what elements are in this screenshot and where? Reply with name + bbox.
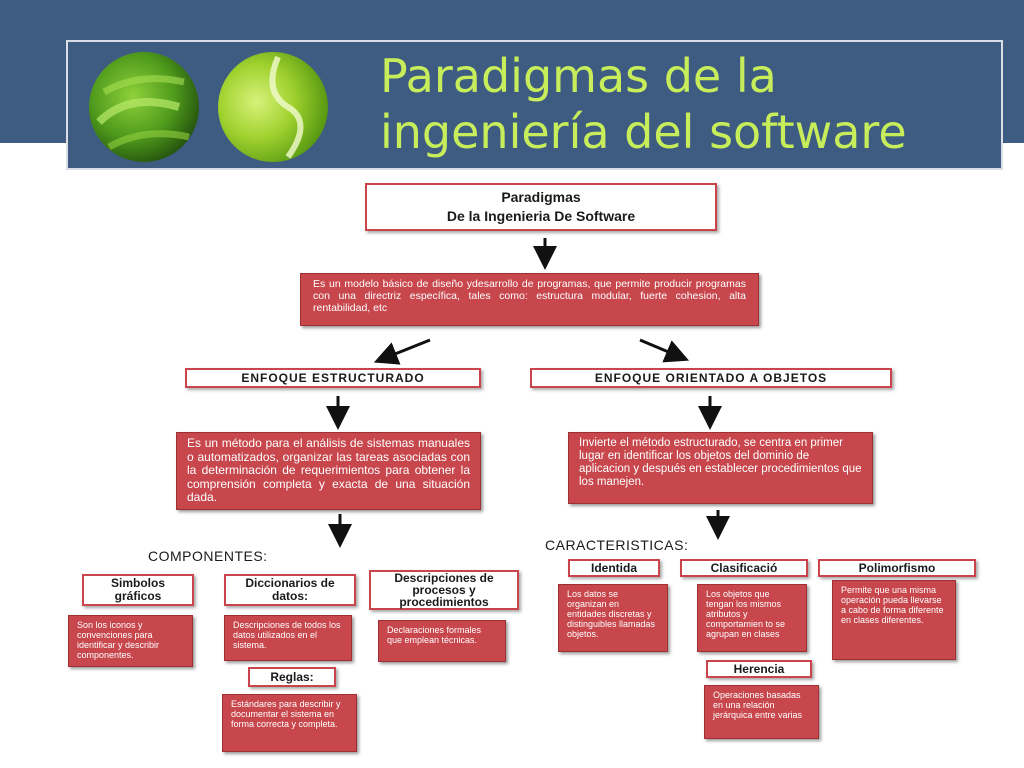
component-text-descripciones: Declaraciones formales que emplean técni… [378, 620, 506, 662]
leaf-image-right [218, 52, 328, 162]
oo-description: Invierte el método estructurado, se cent… [568, 432, 873, 504]
component-text-descripciones-content: Declaraciones formales que emplean técni… [387, 625, 482, 645]
definition-box: Es un modelo básico de diseño ydesarroll… [300, 273, 759, 326]
characteristics-label: CARACTERISTICAS: [545, 537, 689, 553]
component-title-reglas: Reglas: [248, 667, 336, 687]
root-line1: Paradigmas [501, 189, 581, 205]
slide-title: Paradigmas de la ingeniería del software [380, 49, 907, 159]
components-label: COMPONENTES: [148, 548, 268, 564]
component-title-simbolos: Simbolos gráficos [82, 574, 194, 606]
characteristic-title-clasificacion: Clasificació [680, 559, 808, 577]
oo-heading: ENFOQUE ORIENTADO A OBJETOS [530, 368, 892, 388]
definition-text: Es un modelo básico de diseño ydesarroll… [313, 278, 746, 314]
leaf-image-left [89, 52, 199, 162]
structured-heading: ENFOQUE ESTRUCTURADO [185, 368, 481, 388]
component-text-diccionarios-content: Descripciones de todos los datos utiliza… [233, 620, 341, 650]
characteristic-text-clasificacion-content: Los objetos que tengan los mismos atribu… [706, 589, 786, 639]
root-node: Paradigmas De la Ingenieria De Software [365, 183, 717, 231]
characteristic-text-clasificacion: Los objetos que tengan los mismos atribu… [697, 584, 807, 652]
arrow-right-branch [639, 338, 690, 363]
characteristic-title-identida: Identida [568, 559, 660, 577]
characteristic-text-identida: Los datos se organizan en entidades disc… [558, 584, 668, 652]
characteristic-text-herencia-content: Operaciones basadas en una relación jerá… [713, 690, 803, 720]
characteristic-text-identida-content: Los datos se organizan en entidades disc… [567, 589, 656, 639]
characteristic-text-polimorfismo-content: Permite que una misma operación pueda ll… [841, 585, 944, 625]
oo-description-text: Invierte el método estructurado, se cent… [579, 437, 862, 488]
characteristic-text-polimorfismo: Permite que una misma operación pueda ll… [832, 580, 956, 660]
root-line2: De la Ingenieria De Software [446, 208, 636, 224]
arrow-left-branch [373, 338, 431, 365]
leaf-pattern-icon [96, 75, 190, 151]
component-title-descripciones: Descripciones de procesos y procedimient… [369, 570, 519, 610]
component-text-reglas-content: Estándares para describir y documentar e… [231, 699, 341, 729]
component-text-simbolos: Son los iconos y convenciones para ident… [68, 615, 193, 667]
component-title-diccionarios: Diccionarios de datos: [224, 574, 356, 606]
characteristic-title-herencia: Herencia [706, 660, 812, 678]
component-text-reglas: Estándares para describir y documentar e… [222, 694, 357, 752]
characteristic-text-herencia: Operaciones basadas en una relación jerá… [704, 685, 819, 739]
leaf-curl-icon [269, 55, 304, 159]
component-text-simbolos-content: Son los iconos y convenciones para ident… [77, 620, 160, 660]
structured-description: Es un método para el análisis de sistema… [176, 432, 481, 510]
characteristic-title-polimorfismo: Polimorfismo [818, 559, 976, 577]
component-text-diccionarios: Descripciones de todos los datos utiliza… [224, 615, 352, 661]
structured-description-text: Es un método para el análisis de sistema… [187, 436, 470, 504]
